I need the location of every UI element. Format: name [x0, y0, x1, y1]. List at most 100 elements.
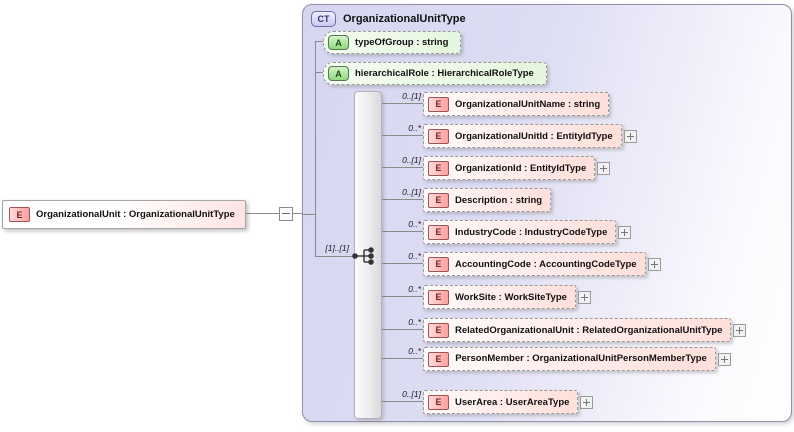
element-row: 0..[1] E OrganizationalUnitName : string — [382, 91, 610, 116]
expand-plus-icon[interactable] — [623, 129, 637, 143]
connector-line — [230, 213, 302, 214]
element-connector: 0..[1] — [382, 155, 423, 180]
element-box[interactable]: E OrganizationalUnitId : EntityIdType — [423, 124, 622, 148]
element-icon: E — [9, 207, 30, 222]
connector-line — [382, 358, 423, 359]
root-element-box[interactable]: E OrganizationalUnit : OrganizationalUni… — [2, 200, 246, 229]
collapse-minus-icon[interactable] — [279, 207, 293, 221]
element-label: PersonMember : OrganizationalUnitPersonM… — [455, 352, 707, 364]
element-row: 0..* E WorkSite : WorkSiteType — [382, 284, 591, 309]
complextype-container: CT OrganizationalUnitType [1]..[1] — [302, 4, 792, 422]
connector-line — [382, 263, 423, 264]
element-label: UserArea : UserAreaType — [455, 396, 570, 408]
attribute-icon: A — [328, 66, 349, 81]
element-label: Description : string — [455, 194, 543, 206]
element-box[interactable]: E WorkSite : WorkSiteType — [423, 285, 576, 309]
connector-line — [382, 329, 423, 330]
connector-line — [315, 72, 324, 73]
cardinality-label: 0..* — [408, 219, 421, 229]
expand-plus-icon[interactable] — [577, 290, 591, 304]
element-box[interactable]: E Description : string — [423, 188, 552, 212]
connector-line — [315, 41, 324, 42]
attribute-box[interactable]: A hierarchicalRole : HierarchicalRoleTyp… — [323, 62, 547, 85]
element-connector: 0..* — [382, 346, 423, 371]
connector-line — [382, 167, 423, 168]
connector-line — [382, 199, 423, 200]
element-row: 0..[1] E Description : string — [382, 187, 552, 212]
element-connector: 0..[1] — [382, 91, 423, 116]
cardinality-label: 0..[1] — [402, 91, 421, 101]
expand-plus-icon[interactable] — [733, 323, 747, 337]
element-box[interactable]: E AccountingCode : AccountingCodeType — [423, 252, 646, 276]
element-row: 0..* E PersonMember : OrganizationalUnit… — [382, 346, 731, 371]
cardinality-label: 0..* — [408, 346, 421, 356]
cardinality-label: 0..[1] — [402, 187, 421, 197]
element-icon: E — [428, 224, 449, 240]
connector-line — [303, 214, 315, 215]
element-icon: E — [428, 128, 449, 144]
element-row: 0..* E OrganizationalUnitId : EntityIdTy… — [382, 123, 637, 148]
cardinality-label: 0..[1] — [402, 155, 421, 165]
element-icon: E — [428, 192, 449, 208]
connector-line — [315, 41, 316, 257]
complextype-icon: CT — [311, 11, 336, 27]
element-label: RelatedOrganizationalUnit : RelatedOrgan… — [455, 324, 723, 336]
element-box[interactable]: E UserArea : UserAreaType — [423, 390, 579, 414]
attribute-box[interactable]: A typeOfGroup : string — [323, 31, 462, 54]
element-icon: E — [428, 256, 449, 272]
element-icon: E — [428, 160, 449, 176]
element-icon: E — [428, 394, 449, 410]
element-connector: 0..* — [382, 317, 423, 342]
element-icon: E — [428, 322, 449, 338]
element-label: WorkSite : WorkSiteType — [455, 291, 567, 303]
expand-plus-icon[interactable] — [580, 395, 594, 409]
sequence-compositor-icon[interactable] — [351, 247, 385, 265]
element-row: 0..* E IndustryCode : IndustryCodeType — [382, 219, 632, 244]
element-connector: 0..* — [382, 284, 423, 309]
element-row: 0..* E AccountingCode : AccountingCodeTy… — [382, 251, 661, 276]
element-connector: 0..* — [382, 219, 423, 244]
element-icon: E — [428, 289, 449, 305]
element-box[interactable]: E PersonMember : OrganizationalUnitPerso… — [423, 347, 716, 371]
element-label: OrganizationalUnitId : EntityIdType — [455, 130, 613, 142]
expand-plus-icon[interactable] — [597, 161, 611, 175]
cardinality-label: 0..* — [408, 284, 421, 294]
attribute-icon: A — [328, 35, 349, 50]
complextype-title: OrganizationalUnitType — [343, 13, 466, 25]
connector-line — [382, 401, 423, 402]
attribute-label: typeOfGroup : string — [355, 37, 449, 48]
cardinality-label: 0..* — [408, 317, 421, 327]
element-label: OrganizationId : EntityIdType — [455, 162, 587, 174]
element-label: IndustryCode : IndustryCodeType — [455, 226, 608, 238]
element-box[interactable]: E RelatedOrganizationalUnit : RelatedOrg… — [423, 318, 732, 342]
element-box[interactable]: E OrganizationId : EntityIdType — [423, 156, 596, 180]
connector-line — [382, 296, 423, 297]
element-box[interactable]: E OrganizationalUnitName : string — [423, 92, 610, 116]
complextype-header: CT OrganizationalUnitType — [311, 11, 466, 27]
cardinality-label: 0..* — [408, 251, 421, 261]
element-row: 0..* E RelatedOrganizationalUnit : Relat… — [382, 317, 747, 342]
element-icon: E — [428, 96, 449, 112]
root-element-label: OrganizationalUnit : OrganizationalUnitT… — [36, 209, 235, 220]
element-connector: 0..[1] — [382, 187, 423, 212]
expand-plus-icon[interactable] — [647, 257, 661, 271]
element-box[interactable]: E IndustryCode : IndustryCodeType — [423, 220, 617, 244]
connector-line — [382, 231, 423, 232]
connector-line — [382, 135, 423, 136]
connector-line — [382, 103, 423, 104]
attribute-label: hierarchicalRole : HierarchicalRoleType — [355, 68, 534, 79]
element-row: 0..[1] E UserArea : UserAreaType — [382, 389, 594, 414]
element-row: 0..[1] E OrganizationId : EntityIdType — [382, 155, 611, 180]
sequence-cardinality-label: [1]..[1] — [325, 243, 349, 253]
connector-line — [315, 256, 357, 257]
expand-plus-icon[interactable] — [618, 225, 632, 239]
expand-plus-icon[interactable] — [718, 352, 731, 366]
cardinality-label: 0..[1] — [402, 389, 421, 399]
element-connector: 0..[1] — [382, 389, 423, 414]
element-connector: 0..* — [382, 251, 423, 276]
element-label: OrganizationalUnitName : string — [455, 98, 601, 110]
element-connector: 0..* — [382, 123, 423, 148]
element-icon: E — [428, 351, 449, 367]
cardinality-label: 0..* — [408, 123, 421, 133]
